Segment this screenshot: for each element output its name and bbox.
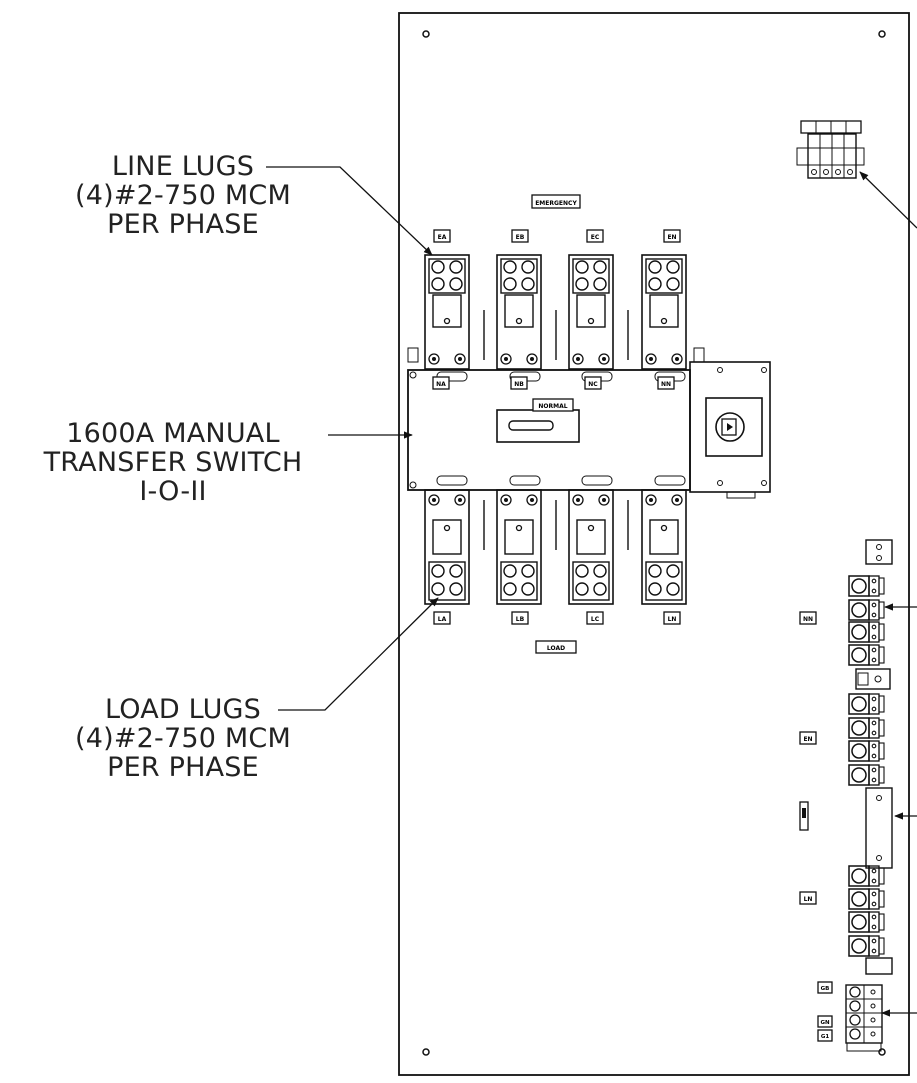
top-phase-tags: EA EB EC EN [433, 229, 681, 243]
phase-tag-na: NA [436, 381, 446, 388]
phase-tag-eb: EB [516, 234, 525, 241]
phase-tag-lb: LB [516, 616, 525, 623]
load-lugs-title: LOAD LUGS [104, 694, 262, 725]
mount-hole [878, 30, 886, 38]
phase-tag-lc: LC [591, 616, 600, 623]
aux-terminal-leader [859, 171, 917, 229]
line-lugs-leader [266, 166, 433, 256]
load-lugs-callout: LOAD LUGS (4)#2-750 MCM PER PHASE [60, 695, 306, 782]
switch-positions: I-O-II [139, 476, 207, 507]
load-tag: LOAD [547, 645, 565, 652]
bottom-phase-tags: LA LB LC LN [433, 611, 681, 625]
load-lugs-size: (4)#2-750 MCM [75, 723, 291, 754]
phase-tag-ln: LN [668, 616, 677, 623]
normal-tag: NORMAL [538, 403, 567, 410]
load-lugs-per-phase: PER PHASE [107, 752, 259, 783]
aux-terminal-block [796, 120, 865, 179]
line-lugs-title: LINE LUGS [111, 151, 255, 182]
phase-tag-nb: NB [514, 381, 524, 388]
ground-tag-gb: GB [821, 986, 830, 992]
bus-tag-nn: NN [803, 616, 813, 623]
ground-block [845, 984, 883, 1052]
line-lugs-per-phase: PER PHASE [107, 209, 259, 240]
leader-lines [266, 166, 917, 1017]
enclosure-outline [398, 12, 910, 1076]
switch-type: TRANSFER SWITCH [43, 447, 303, 478]
load-tag-box [535, 640, 577, 654]
ground-tag-gn: GN [820, 1020, 830, 1026]
emergency-tag: EMERGENCY [535, 200, 577, 207]
mount-hole [422, 1048, 430, 1056]
bus-tag-ln: LN [804, 896, 813, 903]
line-lugs-size: (4)#2-750 MCM [75, 180, 291, 211]
mid-phase-tags: NA NB NC NN [432, 376, 675, 390]
transfer-switch-body [407, 347, 771, 499]
bus-tag-en: EN [803, 736, 812, 743]
phase-tag-ea: EA [438, 234, 447, 241]
switch-callout: 1600A MANUAL TRANSFER SWITCH I-O-II [18, 419, 328, 506]
phase-tag-la: LA [438, 616, 447, 623]
normal-tag-box [532, 398, 574, 412]
right-block-tags: NN EN LN [799, 611, 817, 905]
phase-tag-nc: NC [588, 381, 598, 388]
mount-hole [878, 1048, 886, 1056]
phase-tag-en: EN [667, 234, 676, 241]
line-lugs-callout: LINE LUGS (4)#2-750 MCM PER PHASE [60, 152, 306, 239]
neutral-bus [799, 539, 893, 975]
load-lugs-leader [278, 597, 439, 711]
ground-tags: GB GN G1 [817, 981, 833, 1042]
emergency-tag-box [531, 194, 581, 209]
phase-tag-nn: NN [661, 381, 671, 388]
phase-tag-ec: EC [591, 234, 600, 241]
mount-hole [422, 30, 430, 38]
ground-tag-g1: G1 [821, 1034, 830, 1040]
switch-title: 1600A MANUAL [66, 418, 280, 449]
